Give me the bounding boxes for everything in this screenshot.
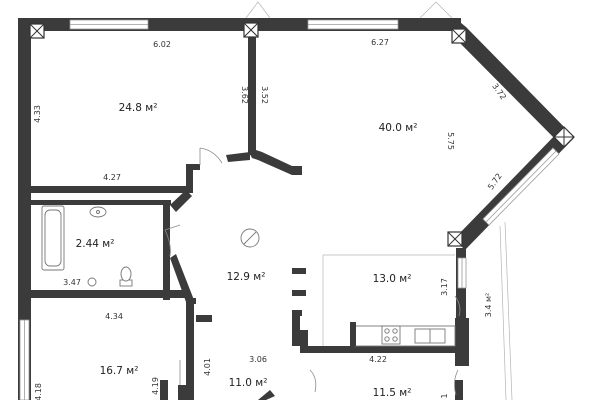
balcony-right (504, 221, 513, 400)
dim-3-17: 3.17 (440, 278, 449, 296)
stove-icon (381, 325, 401, 345)
kitchen-fixtures (350, 322, 456, 347)
dim-6-02: 6.02 (153, 40, 171, 49)
wall-room167-right (160, 380, 168, 400)
columns (29, 22, 575, 247)
wall-horizontal-427 (31, 186, 191, 193)
dim-4-22: 4.22 (369, 355, 387, 364)
area-label-11-5: 11.5 м² (373, 387, 412, 399)
dim-3-62: 3.62 (240, 86, 249, 104)
balcony-outlines (245, 1, 513, 400)
bathroom-fixtures (41, 205, 133, 287)
dim-4-27: 4.27 (103, 173, 121, 182)
column-top-left (29, 23, 45, 39)
wall-partition-stub (292, 166, 302, 175)
dim-1: 1 (440, 393, 449, 398)
wall-bath-angle-bot (170, 254, 194, 302)
dim-4-19: 4.19 (151, 377, 160, 395)
balcony-top-center (245, 1, 271, 19)
wall-hall-stub-1 (186, 164, 193, 193)
wall-diagonal-upper (452, 18, 573, 147)
dim-4-34: 4.34 (105, 312, 123, 321)
wall-bath-angle-top (170, 190, 192, 212)
wall-right-434 (186, 304, 194, 400)
wall-horizontal-422 (300, 346, 462, 353)
dim-5-72: 5.72 (486, 172, 504, 192)
wall-lower-angle (258, 390, 275, 400)
wall-lower-stub (178, 385, 188, 400)
wall-bath-top (31, 200, 171, 205)
dim-6-27: 6.27 (371, 38, 389, 47)
bathtub-icon (41, 205, 65, 271)
area-label-24-8: 24.8 м² (119, 102, 158, 114)
area-label-11-0: 11.0 м² (229, 377, 268, 389)
door-balcony (454, 295, 461, 317)
dim-3-47: 3.47 (63, 278, 81, 287)
riser-icon (240, 228, 260, 248)
doors (164, 147, 461, 396)
dim-3-06: 3.06 (249, 355, 267, 364)
wall-corridor-vertical (292, 310, 300, 346)
dim-3-4: 3.4 м² (484, 293, 493, 318)
wall-stub-434 (196, 315, 212, 322)
column-top-center (243, 22, 259, 38)
area-label-40-0: 40.0 м² (379, 122, 418, 134)
wall-partition-angle (248, 150, 292, 175)
dim-4-01: 4.01 (203, 358, 212, 376)
wall-bath-right (163, 200, 170, 300)
balcony-top-right (419, 1, 453, 19)
wall-stub-a (292, 268, 306, 274)
door-room115 (454, 369, 459, 396)
wall-bath-bottom (31, 290, 186, 298)
washer-icon (87, 277, 97, 287)
wall-horizontal-434 (186, 298, 196, 304)
dim-5-75: 5.75 (446, 132, 455, 150)
column-right-corner (553, 126, 575, 148)
wall-stub-b (292, 290, 306, 296)
area-label-13-0: 13.0 м² (373, 273, 412, 285)
area-labels: 24.8 м² 40.0 м² 2.44 м² 12.9 м² 13.0 м² … (76, 102, 418, 399)
windows (19, 19, 560, 400)
column-top-right (451, 28, 467, 44)
wall-left (18, 18, 31, 400)
kitchen-wall-stub (350, 322, 356, 346)
wall-partition-vertical (248, 31, 256, 155)
area-label-2-44: 2.44 м² (76, 238, 115, 250)
area-label-16-7: 16.7 м² (100, 365, 139, 377)
toilet-icon (119, 266, 133, 287)
dim-4-33: 4.33 (33, 105, 42, 123)
wall-partition-left-angle (226, 152, 250, 162)
sink-icon (89, 206, 107, 218)
door-bath (164, 224, 181, 257)
dim-4-18: 4.18 (34, 383, 43, 400)
door-room110 (309, 369, 317, 393)
wall-kitchen-right (455, 318, 469, 366)
kitchen-outline (322, 254, 467, 346)
area-label-12-9: 12.9 м² (227, 271, 266, 283)
dimension-labels: 6.02 6.27 4.33 3.62 3.52 3.72 5.75 5.72 … (33, 38, 508, 400)
door-room248 (199, 147, 223, 165)
column-right-lower (447, 231, 463, 247)
wall-bottom-right (455, 380, 463, 400)
dim-3-52: 3.52 (260, 86, 269, 104)
wall-hall-stub-2 (186, 164, 200, 170)
wall-corridor-stub-d (300, 330, 308, 346)
